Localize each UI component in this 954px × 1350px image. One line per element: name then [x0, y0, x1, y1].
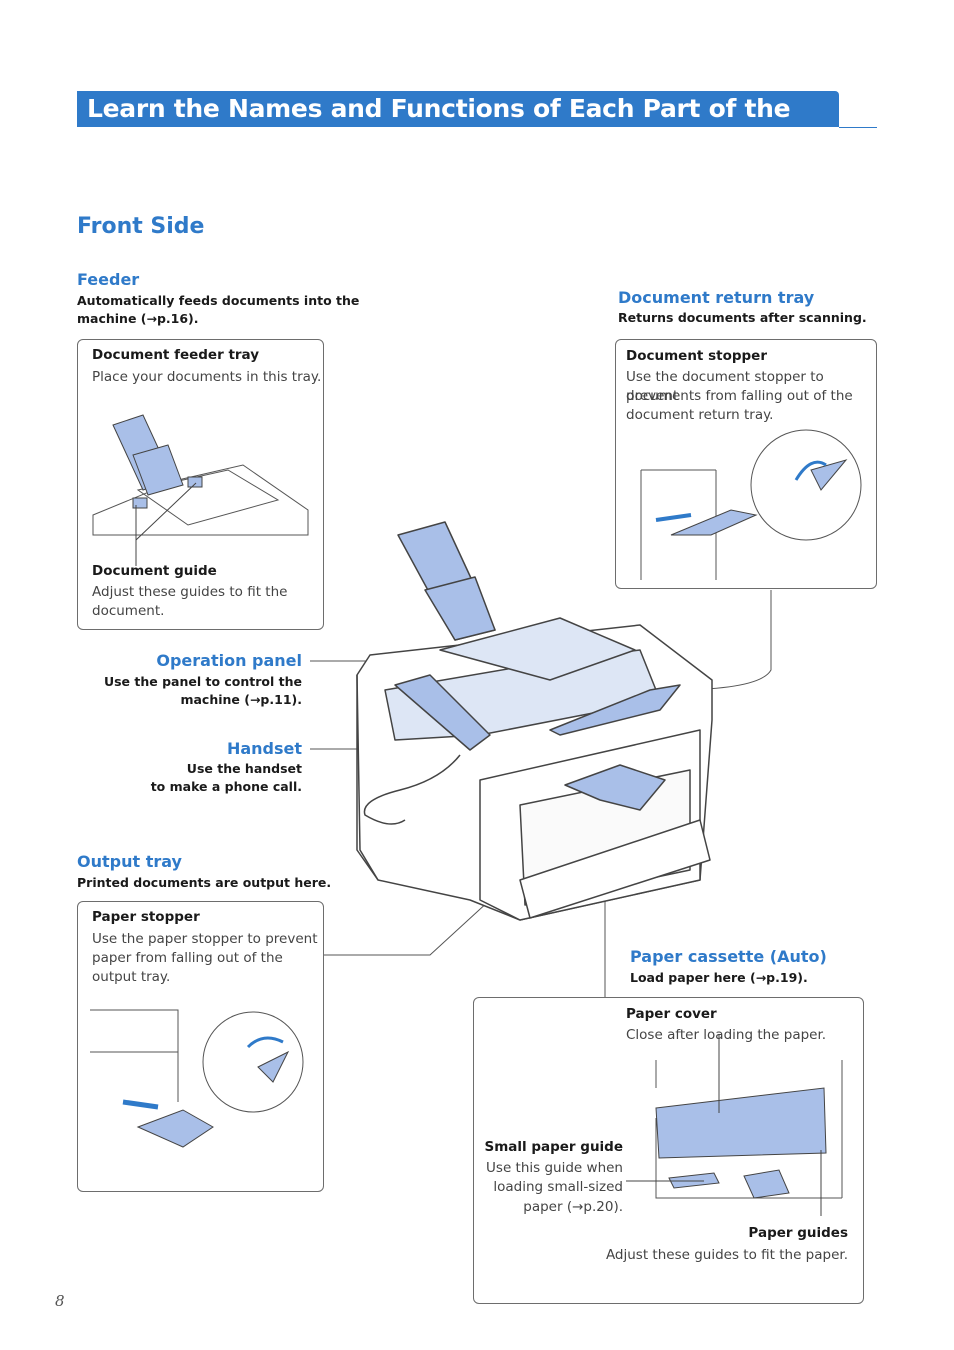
machine-illustration: [356, 521, 713, 921]
document-stopper-label: Document stopper: [626, 348, 767, 364]
cassette-detail-box: Paper cover Close after loading the pape…: [473, 997, 864, 1304]
return-tray-detail-box: Document stopper Use the document stoppe…: [615, 339, 877, 589]
operation-panel-heading: Operation panel: [156, 651, 302, 670]
handset-desc-2: to make a phone call.: [150, 779, 302, 794]
feeder-heading: Feeder: [77, 270, 140, 289]
document-stopper-text-1: Use the document stopper to prevent: [626, 369, 824, 404]
paper-cover-text: Close after loading the paper.: [626, 1027, 827, 1043]
output-tray-desc: Printed documents are output here.: [77, 875, 332, 890]
paper-guides-text: Adjust these guides to fit the paper.: [605, 1247, 848, 1263]
cassette-heading: Paper cassette (Auto): [630, 947, 827, 966]
paper-stopper-text-3: output tray.: [92, 969, 171, 985]
return-tray-desc: Returns documents after scanning.: [618, 310, 867, 325]
document-guide-label: Document guide: [92, 563, 217, 579]
paper-guides-label: Paper guides: [748, 1225, 848, 1241]
paper-stopper-illustration: [90, 1009, 304, 1148]
paper-stopper-label: Paper stopper: [92, 909, 200, 925]
feeder-illustration: [92, 414, 309, 566]
document-stopper-text-3: document return tray.: [626, 407, 774, 423]
paper-stopper-text-1: Use the paper stopper to prevent: [92, 931, 318, 947]
paper-stopper-text-2: paper from falling out of the: [92, 950, 283, 966]
section-heading: Front Side: [77, 214, 205, 239]
handset-heading: Handset: [226, 739, 302, 758]
output-tray-heading: Output tray: [77, 852, 182, 871]
small-paper-guide-text-3: paper (→p.20).: [523, 1199, 623, 1215]
page-number: 8: [55, 1292, 65, 1310]
feeder-desc-1: Automatically feeds documents into the: [77, 293, 360, 308]
output-tray-detail-box: Paper stopper Use the paper stopper to p…: [77, 901, 324, 1192]
cassette-desc: Load paper here (→p.19).: [630, 970, 808, 985]
return-tray-heading: Document return tray: [618, 288, 815, 307]
small-paper-guide-label: Small paper guide: [484, 1139, 623, 1155]
document-stopper-text-2: documents from falling out of the: [626, 388, 853, 404]
document-feeder-tray-text: Place your documents in this tray.: [92, 369, 322, 385]
document-guide-text-1: Adjust these guides to fit the: [92, 584, 288, 600]
paper-cover-label: Paper cover: [626, 1006, 717, 1022]
document-guide-text-2: document.: [92, 603, 165, 619]
page-title: Learn the Names and Functions of Each Pa…: [77, 91, 839, 159]
feeder-desc-2: machine (→p.16).: [77, 311, 199, 326]
title-rule: [839, 127, 877, 128]
operation-panel-desc-2: machine (→p.11).: [180, 692, 302, 707]
feeder-detail-box: Document feeder tray Place your document…: [77, 339, 324, 630]
operation-panel-desc-1: Use the panel to control the: [103, 674, 302, 689]
document-stopper-illustration: [640, 429, 862, 580]
small-paper-guide-text-2: loading small-sized: [493, 1179, 623, 1195]
handset-desc-1: Use the handset: [186, 761, 302, 776]
cassette-illustration: [626, 1034, 843, 1216]
document-feeder-tray-label: Document feeder tray: [92, 347, 260, 363]
small-paper-guide-text-1: Use this guide when: [486, 1160, 623, 1176]
